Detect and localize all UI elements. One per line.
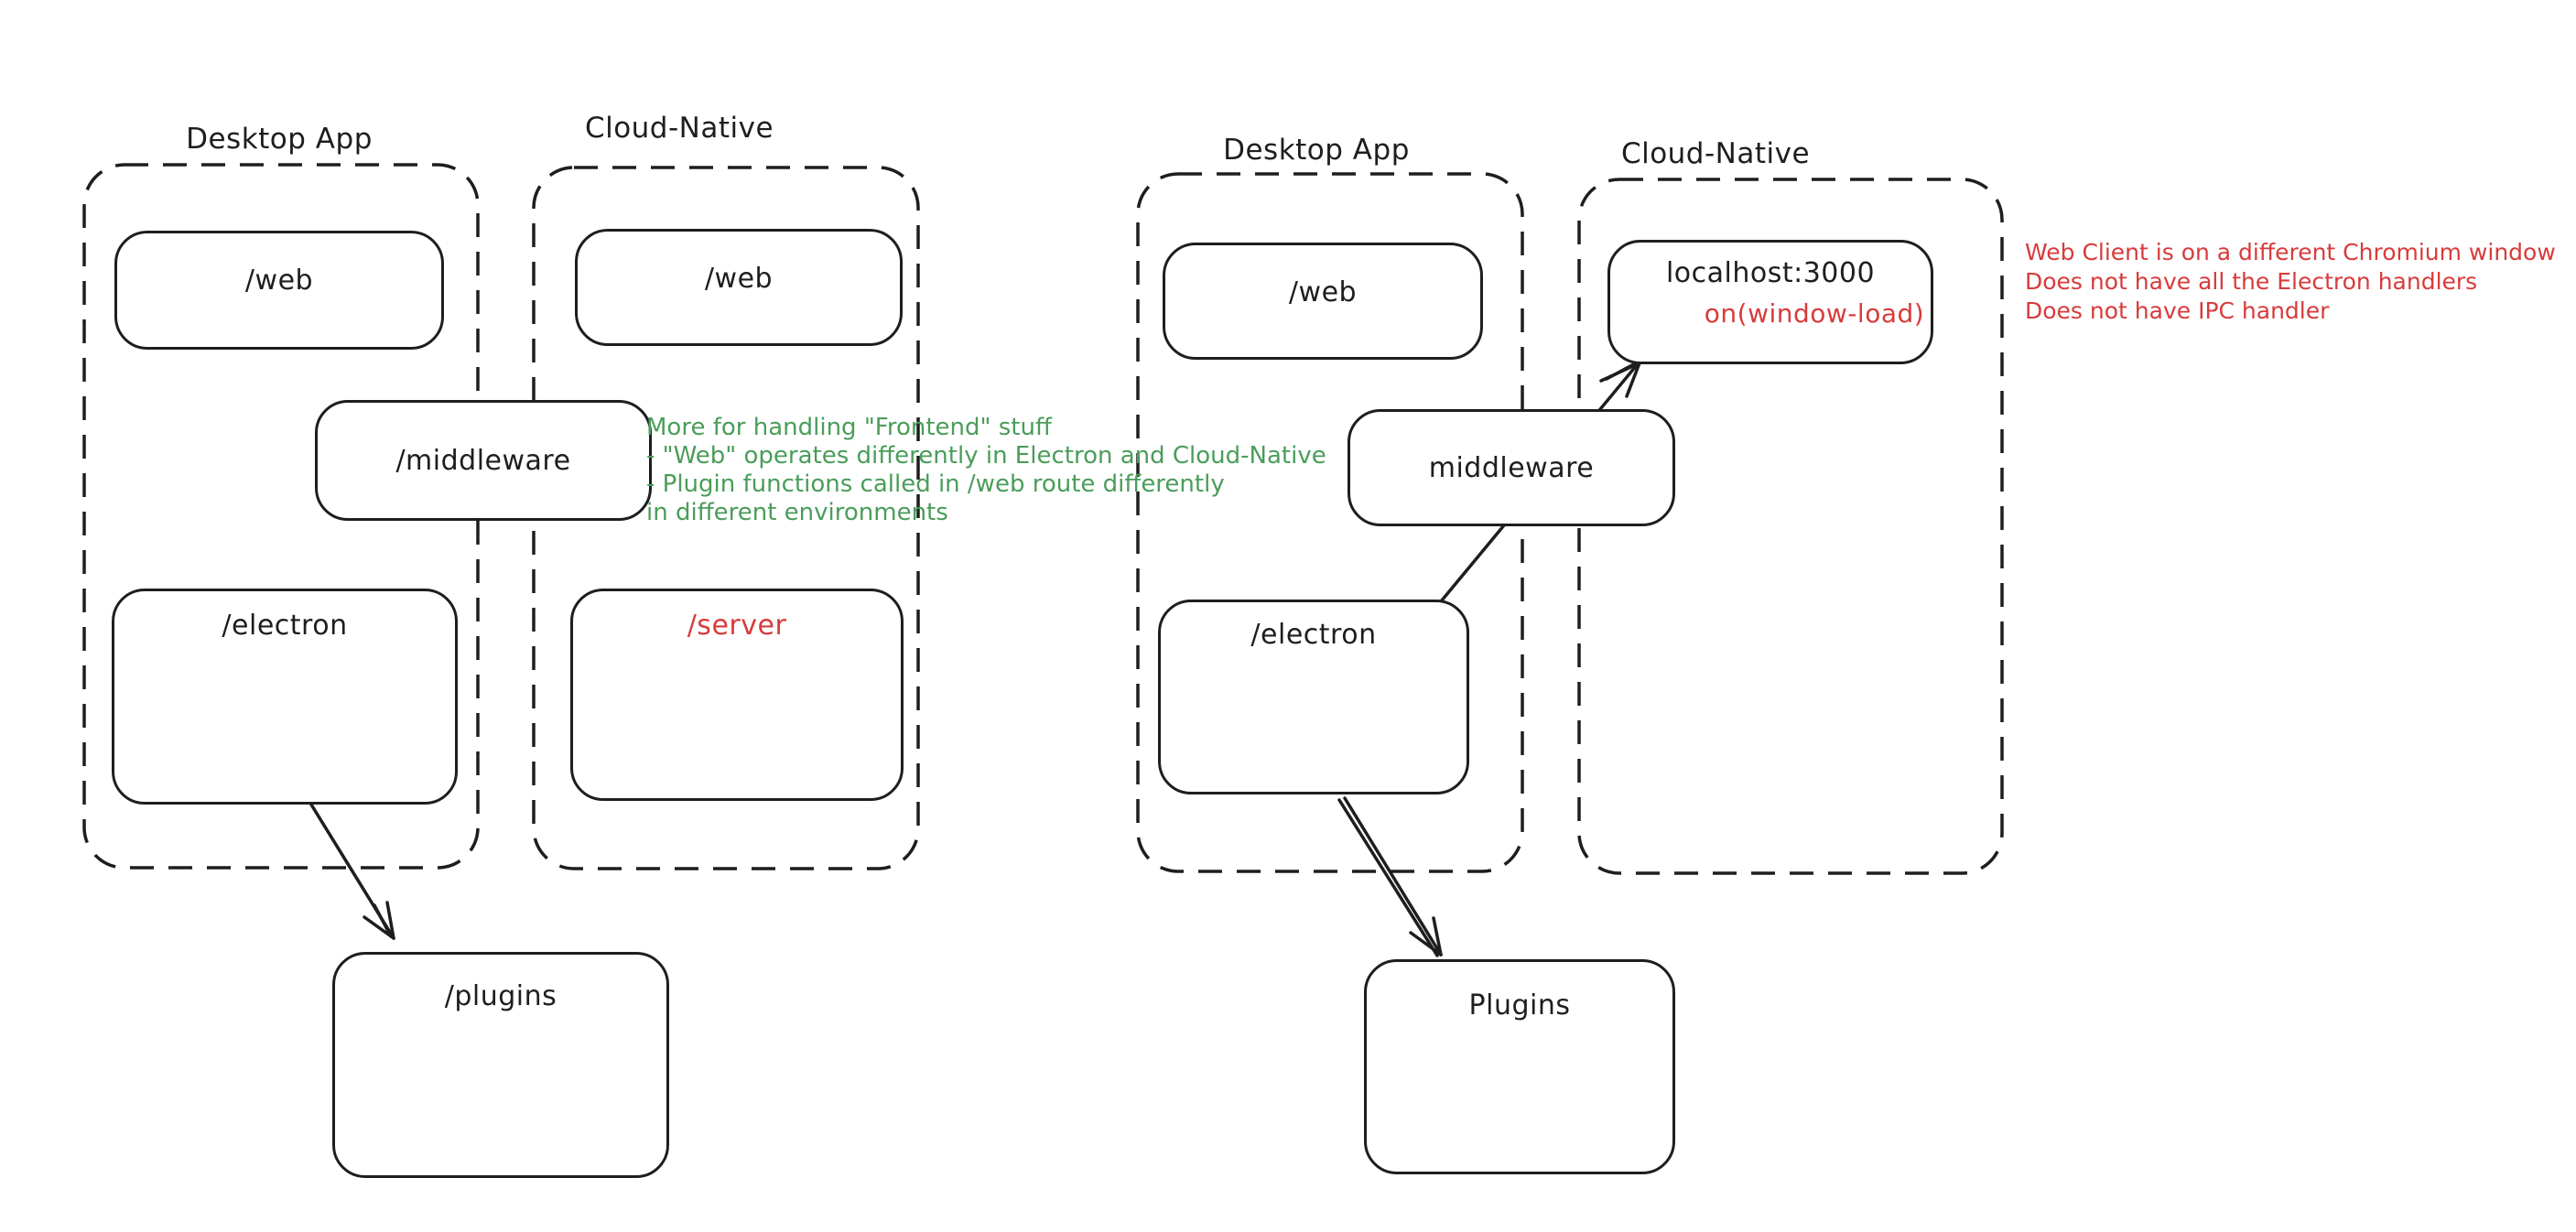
green-note: More for handling "Frontend" stuff - "We… — [646, 414, 1326, 527]
cloud-native-container-right — [1577, 178, 2004, 875]
arrow-electron-to-plugins-left — [309, 803, 395, 940]
green-note-line-2: - "Web" operates differently in Electron… — [646, 442, 1326, 470]
desktop-app-label-left: Desktop App — [186, 123, 373, 156]
electron-box-right: /electron — [1158, 600, 1469, 794]
red-note-line-2: Does not have all the Electron handlers — [2025, 268, 2478, 295]
cloud-native-label-left: Cloud-Native — [584, 112, 774, 145]
web-box-left-cloud: /web — [575, 229, 903, 346]
plugins-box-right: Plugins — [1364, 959, 1675, 1174]
red-note: Web Client is on a different Chromium wi… — [2025, 238, 2556, 326]
middleware-box-right-label: middleware — [1428, 451, 1595, 484]
green-note-line-4: in different environments — [646, 499, 948, 526]
plugins-box-right-label: Plugins — [1468, 989, 1571, 1021]
cloud-native-label-right: Cloud-Native — [1620, 137, 1811, 170]
on-window-load-label: on(window-load) — [1704, 298, 1925, 329]
electron-box-left: /electron — [112, 589, 458, 805]
middleware-box-left: /middleware — [315, 400, 652, 521]
arrow-electron-to-plugins-right — [1337, 796, 1443, 957]
red-note-line-1: Web Client is on a different Chromium wi… — [2025, 239, 2556, 265]
electron-box-left-label: /electron — [222, 610, 348, 642]
electron-box-right-label: /electron — [1250, 619, 1377, 651]
desktop-app-label-right: Desktop App — [1223, 134, 1410, 167]
desktop-app-container-left — [82, 163, 480, 870]
localhost-box-title: localhost:3000 — [1665, 257, 1876, 289]
web-box-right-label: /web — [1288, 276, 1358, 308]
red-note-line-3: Does not have IPC handler — [2025, 297, 2330, 324]
web-box-left-cloud-label: /web — [704, 263, 774, 295]
green-note-line-1: More for handling "Frontend" stuff — [646, 414, 1052, 441]
middleware-box-right: middleware — [1348, 409, 1675, 526]
green-note-line-3: - Plugin functions called in /web route … — [646, 470, 1225, 498]
cloud-native-container-left — [532, 166, 920, 870]
web-box-left-desktop-label: /web — [244, 265, 314, 297]
web-box-left-desktop: /web — [114, 231, 444, 350]
server-box-label: /server — [687, 610, 787, 642]
server-box: /server — [570, 589, 904, 801]
web-box-right: /web — [1163, 243, 1483, 360]
plugins-box-left: /plugins — [332, 952, 669, 1178]
middleware-box-left-label: /middleware — [395, 444, 571, 477]
localhost-box: localhost:3000 on(window-load) — [1607, 240, 1933, 364]
plugins-box-left-label: /plugins — [444, 980, 557, 1012]
